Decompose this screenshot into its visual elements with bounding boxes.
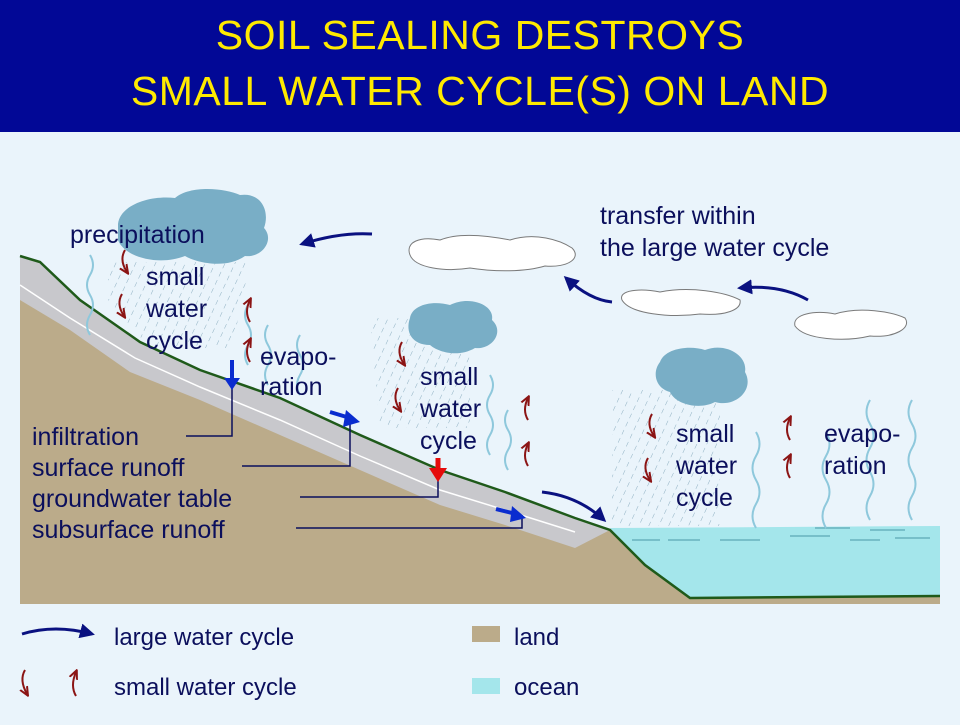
evaporation-squiggles-land [86,254,512,471]
title-line-2: SMALL WATER CYCLE(S) ON LAND [130,68,830,114]
legend: large water cycle small water cycle land… [21,623,579,701]
legend-ocean-label: ocean [514,674,579,701]
subsurface-runoff-marker [495,506,526,522]
title-banner: SOIL SEALING DESTROYS SMALL WATER CYCLE(… [0,0,960,132]
land-mass [20,256,940,604]
small-cycle-1-line-3: cycle [146,327,203,355]
small-cycle-3-line-3: cycle [676,484,733,512]
transfer-label-line-1: transfer within [600,202,756,230]
legend-large-cycle-icon [21,623,95,639]
small-cycle-2-line-2: water [419,395,481,423]
groundwater-table-label: groundwater table [32,485,232,513]
evaporation-land-line-2: ration [260,373,323,401]
water-cycle-diagram: precipitation small water cycle evapo- r… [0,189,941,701]
precipitation-label: precipitation [70,221,205,249]
infiltration-marker [224,360,240,390]
small-cycle-arrows [119,249,790,480]
legend-land-label: land [514,624,559,651]
ground-surface-line [19,254,941,600]
ocean-body [610,526,940,598]
surface-runoff-marker [329,410,360,427]
large-cycle-arrow-4 [541,490,607,523]
rain-cloud-1 [118,189,269,264]
large-cycle-arrow-2 [563,275,613,304]
small-cycle-2-line-1: small [420,363,478,391]
diagram-area: precipitation small water cycle evapo- r… [0,132,960,720]
ocean-ripples [632,527,930,541]
rain-cloud-3 [655,347,748,406]
groundwater-marker [429,458,447,482]
surface-runoff-label: surface runoff [32,454,184,482]
evaporation-land-line-1: evapo- [260,343,336,371]
evaporation-squiggles-ocean [751,399,917,529]
title-line-1: SOIL SEALING DESTROYS [215,12,745,58]
infiltration-label: infiltration [32,423,139,451]
legend-small-cycle-up-icon [73,672,76,697]
legend-small-cycle-label: small water cycle [114,674,297,701]
transfer-label-line-2: the large water cycle [600,234,829,262]
groundwater-line [19,284,576,533]
large-cycle-arrows [299,232,809,523]
legend-large-cycle-label: large water cycle [114,624,294,651]
white-cloud-1 [408,234,576,272]
small-cycle-1-line-2: water [145,295,207,323]
evaporation-ocean-line-2: ration [824,452,887,480]
small-cycle-3-line-1: small [676,420,734,448]
white-cloud-2 [621,289,741,316]
rain-cloud-2 [408,300,498,354]
legend-small-cycle-down-icon [22,669,27,694]
soil-layer [20,256,610,548]
small-cycle-3-line-2: water [675,452,737,480]
small-cycle-2-line-3: cycle [420,427,477,455]
large-cycle-arrow-1 [299,232,373,248]
small-cycle-1-line-1: small [146,263,204,291]
legend-land-swatch [472,626,500,642]
leader-lines [186,384,523,529]
subsurface-runoff-label: subsurface runoff [32,516,225,544]
large-cycle-arrow-3 [737,279,809,302]
evaporation-ocean-line-1: evapo- [824,420,900,448]
white-cloud-3 [794,309,908,340]
legend-ocean-swatch [472,678,500,694]
